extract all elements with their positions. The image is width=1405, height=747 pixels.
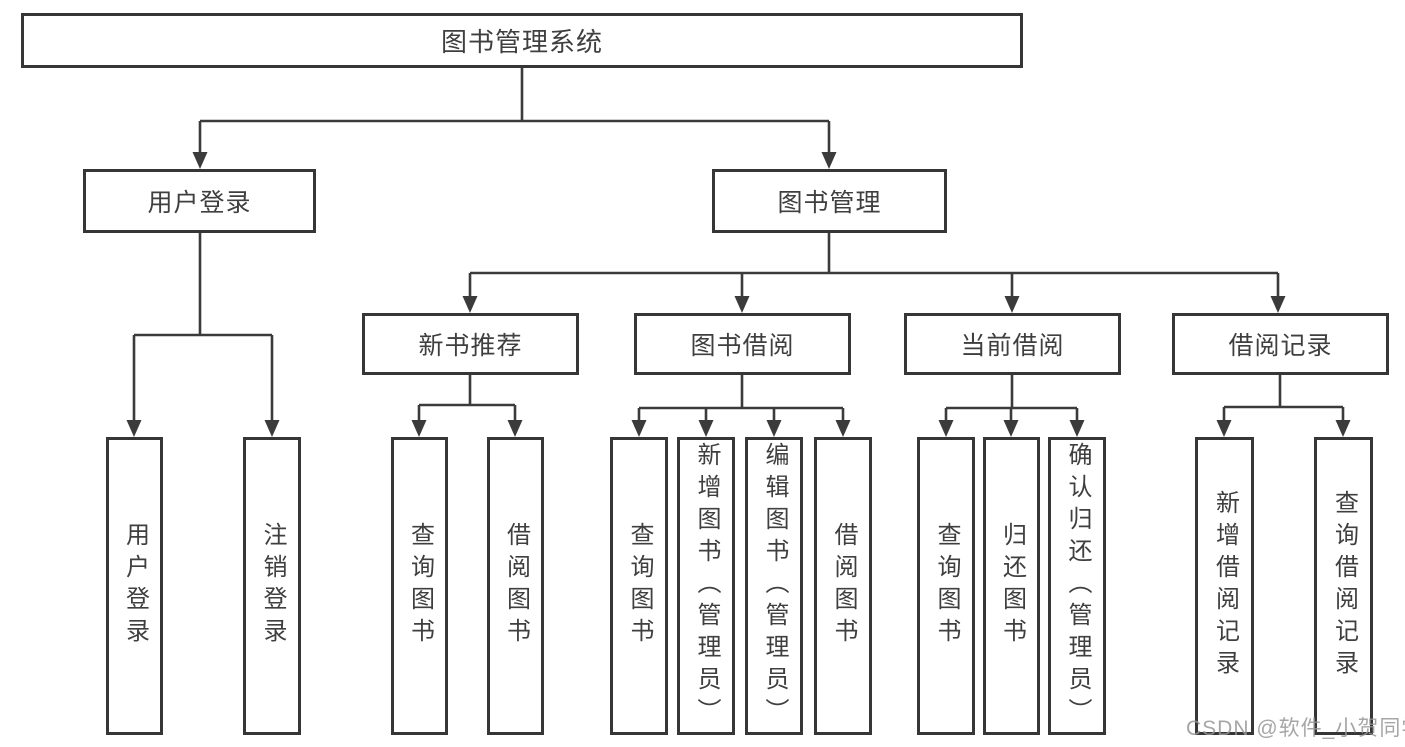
node-book-borrowing: 图书借阅 (634, 313, 851, 375)
node-book-management-branch: 图书管理 (712, 169, 947, 233)
node-borrowing-records: 借阅记录 (1172, 313, 1389, 375)
node-current-borrowing: 当前借阅 (904, 313, 1121, 375)
csdn-watermark: CSDN @软件_小贺同学 (1186, 717, 1405, 740)
node-leaf-query-books-recommend: 查询图书 (391, 437, 448, 735)
node-leaf-logout: 注销登录 (243, 437, 301, 735)
node-leaf-return-books: 归还图书 (983, 437, 1040, 735)
node-leaf-query-borrow-record: 查询借阅记录 (1314, 437, 1373, 735)
node-leaf-confirm-return-admin: 确认归还（管理员） (1048, 437, 1106, 735)
node-library-management-system: 图书管理系统 (21, 13, 1023, 68)
node-leaf-user-login: 用户登录 (106, 437, 163, 735)
node-leaf-borrow-books: 借阅图书 (814, 437, 872, 735)
node-leaf-edit-book-admin: 编辑图书（管理员） (745, 437, 803, 735)
node-new-book-recommendation: 新书推荐 (362, 313, 579, 375)
node-leaf-query-books-borrowing: 查询图书 (610, 437, 668, 735)
node-leaf-add-book-admin: 新增图书（管理员） (677, 437, 735, 735)
node-user-login-branch: 用户登录 (83, 169, 316, 233)
node-leaf-add-borrow-record: 新增借阅记录 (1195, 437, 1254, 735)
node-leaf-borrow-books-recommend: 借阅图书 (487, 437, 544, 735)
node-leaf-query-books-current: 查询图书 (917, 437, 975, 735)
